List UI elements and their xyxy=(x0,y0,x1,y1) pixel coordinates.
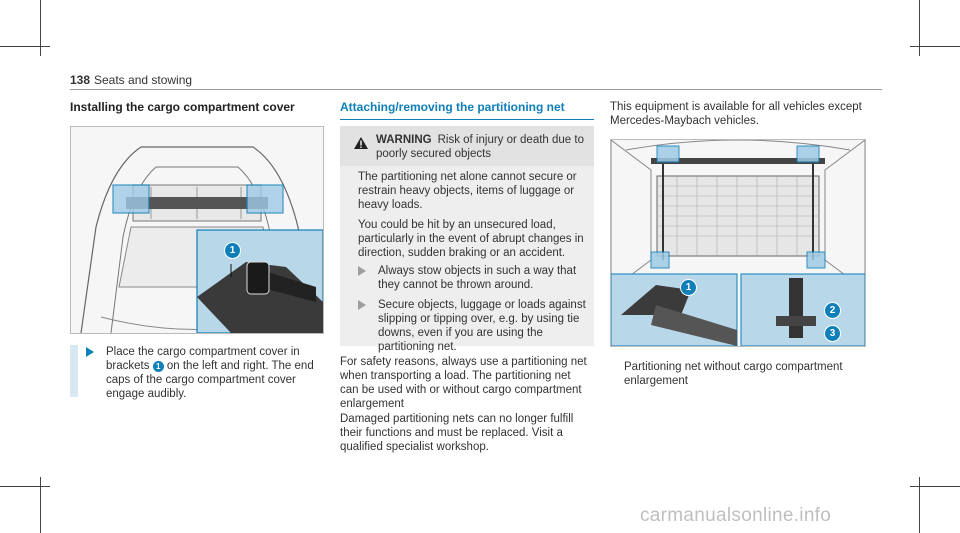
crop-mark xyxy=(40,477,41,533)
warning-title: Risk of injury or death due to poorly se… xyxy=(376,134,584,160)
column-cargo-cover: Installing the cargo compartment cover xyxy=(70,100,324,114)
section-heading: Attaching/removing the partitioning net xyxy=(340,100,565,114)
step-text-before: Place the cargo compartment cover in bra… xyxy=(106,346,300,372)
step-text-after: on the left and right. The end caps of t… xyxy=(106,360,314,400)
page-number: 138 xyxy=(70,73,91,87)
page-header: 138 Seats and stowing xyxy=(70,73,882,89)
warning-label: WARNING xyxy=(376,134,432,146)
instruction-step: Place the cargo compartment cover in bra… xyxy=(86,345,326,401)
paragraph: Damaged partitioning nets can no longer … xyxy=(340,413,574,453)
callout-2: 2 xyxy=(824,302,841,319)
step-arrow-icon xyxy=(358,266,366,276)
warning-step: Secure objects, luggage or loads against… xyxy=(358,298,588,354)
crop-mark xyxy=(40,0,41,56)
heading-rule xyxy=(340,119,594,120)
step-bar xyxy=(70,345,78,397)
warning-step: Always stow objects in such a way that t… xyxy=(358,264,588,292)
figure-caption: Partitioning net without cargo compartme… xyxy=(624,361,843,387)
step-arrow-icon xyxy=(358,300,366,310)
callout-1: 1 xyxy=(224,242,241,259)
column-partitioning-net: Attaching/removing the partitioning net xyxy=(340,100,594,120)
watermark: carmanualsonline.info xyxy=(640,505,832,526)
warning-body: The partitioning net alone cannot secure… xyxy=(358,171,577,211)
section-title: Seats and stowing xyxy=(94,73,193,87)
crop-mark xyxy=(0,486,50,487)
crop-mark xyxy=(910,486,960,487)
crop-mark xyxy=(0,46,50,47)
warning-step-text: Secure objects, luggage or loads against… xyxy=(378,299,586,353)
warning-triangle-icon xyxy=(354,137,368,149)
section-heading: Installing the cargo compartment cover xyxy=(70,100,295,114)
warning-step-text: Always stow objects in such a way that t… xyxy=(378,265,577,291)
crop-mark xyxy=(919,477,920,533)
callout-3: 3 xyxy=(824,325,841,342)
cargo-cover-illustration xyxy=(70,126,324,334)
partitioning-net-illustration xyxy=(610,139,866,347)
step-arrow-icon xyxy=(86,347,94,357)
crop-mark xyxy=(919,0,920,56)
inline-callout-icon: 1 xyxy=(152,361,164,372)
paragraph: For safety reasons, always use a partiti… xyxy=(340,356,587,410)
callout-1: 1 xyxy=(680,279,697,296)
crop-mark xyxy=(910,46,960,47)
warning-body-2: You could be hit by an unsecured load, p… xyxy=(358,219,584,259)
availability-note: This equipment is available for all vehi… xyxy=(610,101,862,127)
header-rule xyxy=(70,89,882,90)
